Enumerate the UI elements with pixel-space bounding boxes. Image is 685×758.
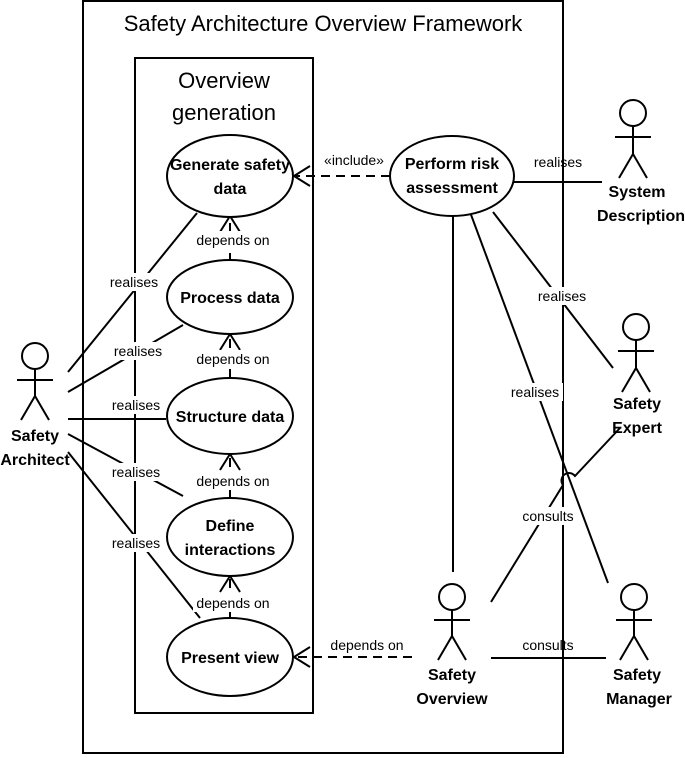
realises-label-2: realises xyxy=(114,343,162,359)
structure-label: Structure data xyxy=(176,409,285,426)
subsystem-title-line2: generation xyxy=(172,100,276,125)
expert-line2: Expert xyxy=(612,420,662,437)
overview-expert-consults-line xyxy=(490,427,621,603)
actor-safety-overview: Safety Overview xyxy=(416,583,488,708)
realises-label-6: realises xyxy=(534,154,582,170)
stick-figure-icon xyxy=(434,583,470,661)
use-case-perform-risk-assessment: Perform risk assessment xyxy=(389,135,515,217)
depends-on-label-1: depends on xyxy=(196,232,269,248)
realises-label-3: realises xyxy=(112,397,160,413)
use-case-process-data: Process data xyxy=(166,259,294,335)
overview-line2: Overview xyxy=(416,691,488,708)
actor-safety-manager: Safety Manager xyxy=(606,583,672,708)
depends-on-label-4: depends on xyxy=(196,595,269,611)
subsystem-boundary xyxy=(134,57,314,714)
association-lines xyxy=(67,165,621,668)
stick-figure-icon xyxy=(615,99,651,179)
consults-label-1: consults xyxy=(522,508,573,524)
realises-label-5: realises xyxy=(112,535,160,551)
system-description-line2: Description xyxy=(597,208,685,225)
use-case-define-interactions: Define interactions xyxy=(166,497,294,577)
realises-label-4: realises xyxy=(112,464,160,480)
use-case-structure-data: Structure data xyxy=(166,377,294,455)
risk-line2: assessment xyxy=(406,180,498,197)
overview-line1: Safety xyxy=(428,667,476,684)
stick-figure-icon xyxy=(616,583,652,661)
generate-line2: data xyxy=(214,181,247,198)
system-description-line1: System xyxy=(609,184,666,201)
include-label: «include» xyxy=(324,152,384,168)
generate-line1: Generate safety xyxy=(170,157,290,174)
relation-labels: «include» depends on depends on depends … xyxy=(106,151,590,654)
architect-line2: Architect xyxy=(0,452,70,469)
use-case-present-view: Present view xyxy=(166,617,294,697)
architect-generate-line xyxy=(67,212,198,373)
realises-label-7: realises xyxy=(538,288,586,304)
depends-on-label-2: depends on xyxy=(196,351,269,367)
realises-label-1: realises xyxy=(110,274,158,290)
actor-safety-architect: Safety Architect xyxy=(0,342,70,469)
consults-label-2: consults xyxy=(522,637,573,653)
manager-line2: Manager xyxy=(606,691,672,708)
use-case-generate-safety-data: Generate safety data xyxy=(166,134,294,218)
realises-label-8: realises xyxy=(511,384,559,400)
manager-line1: Safety xyxy=(613,667,661,684)
system-boundary xyxy=(82,0,564,754)
risk-line1: Perform risk xyxy=(405,156,499,173)
process-label: Process data xyxy=(180,290,280,307)
architect-line1: Safety xyxy=(11,428,59,445)
stick-figure-icon xyxy=(17,342,53,421)
define-line2: interactions xyxy=(185,542,276,559)
actor-system-description: System Description xyxy=(597,99,685,225)
stick-figure-icon xyxy=(618,313,654,393)
depends-on-label-3: depends on xyxy=(196,473,269,489)
define-line1: Define xyxy=(206,518,255,535)
expert-line1: Safety xyxy=(613,396,661,413)
actor-safety-expert: Safety Expert xyxy=(612,313,663,437)
system-title: Safety Architecture Overview Framework xyxy=(124,11,524,36)
subsystem-title-line1: Overview xyxy=(178,68,270,93)
present-label: Present view xyxy=(181,650,279,667)
depends-on-label-5: depends on xyxy=(330,637,403,653)
